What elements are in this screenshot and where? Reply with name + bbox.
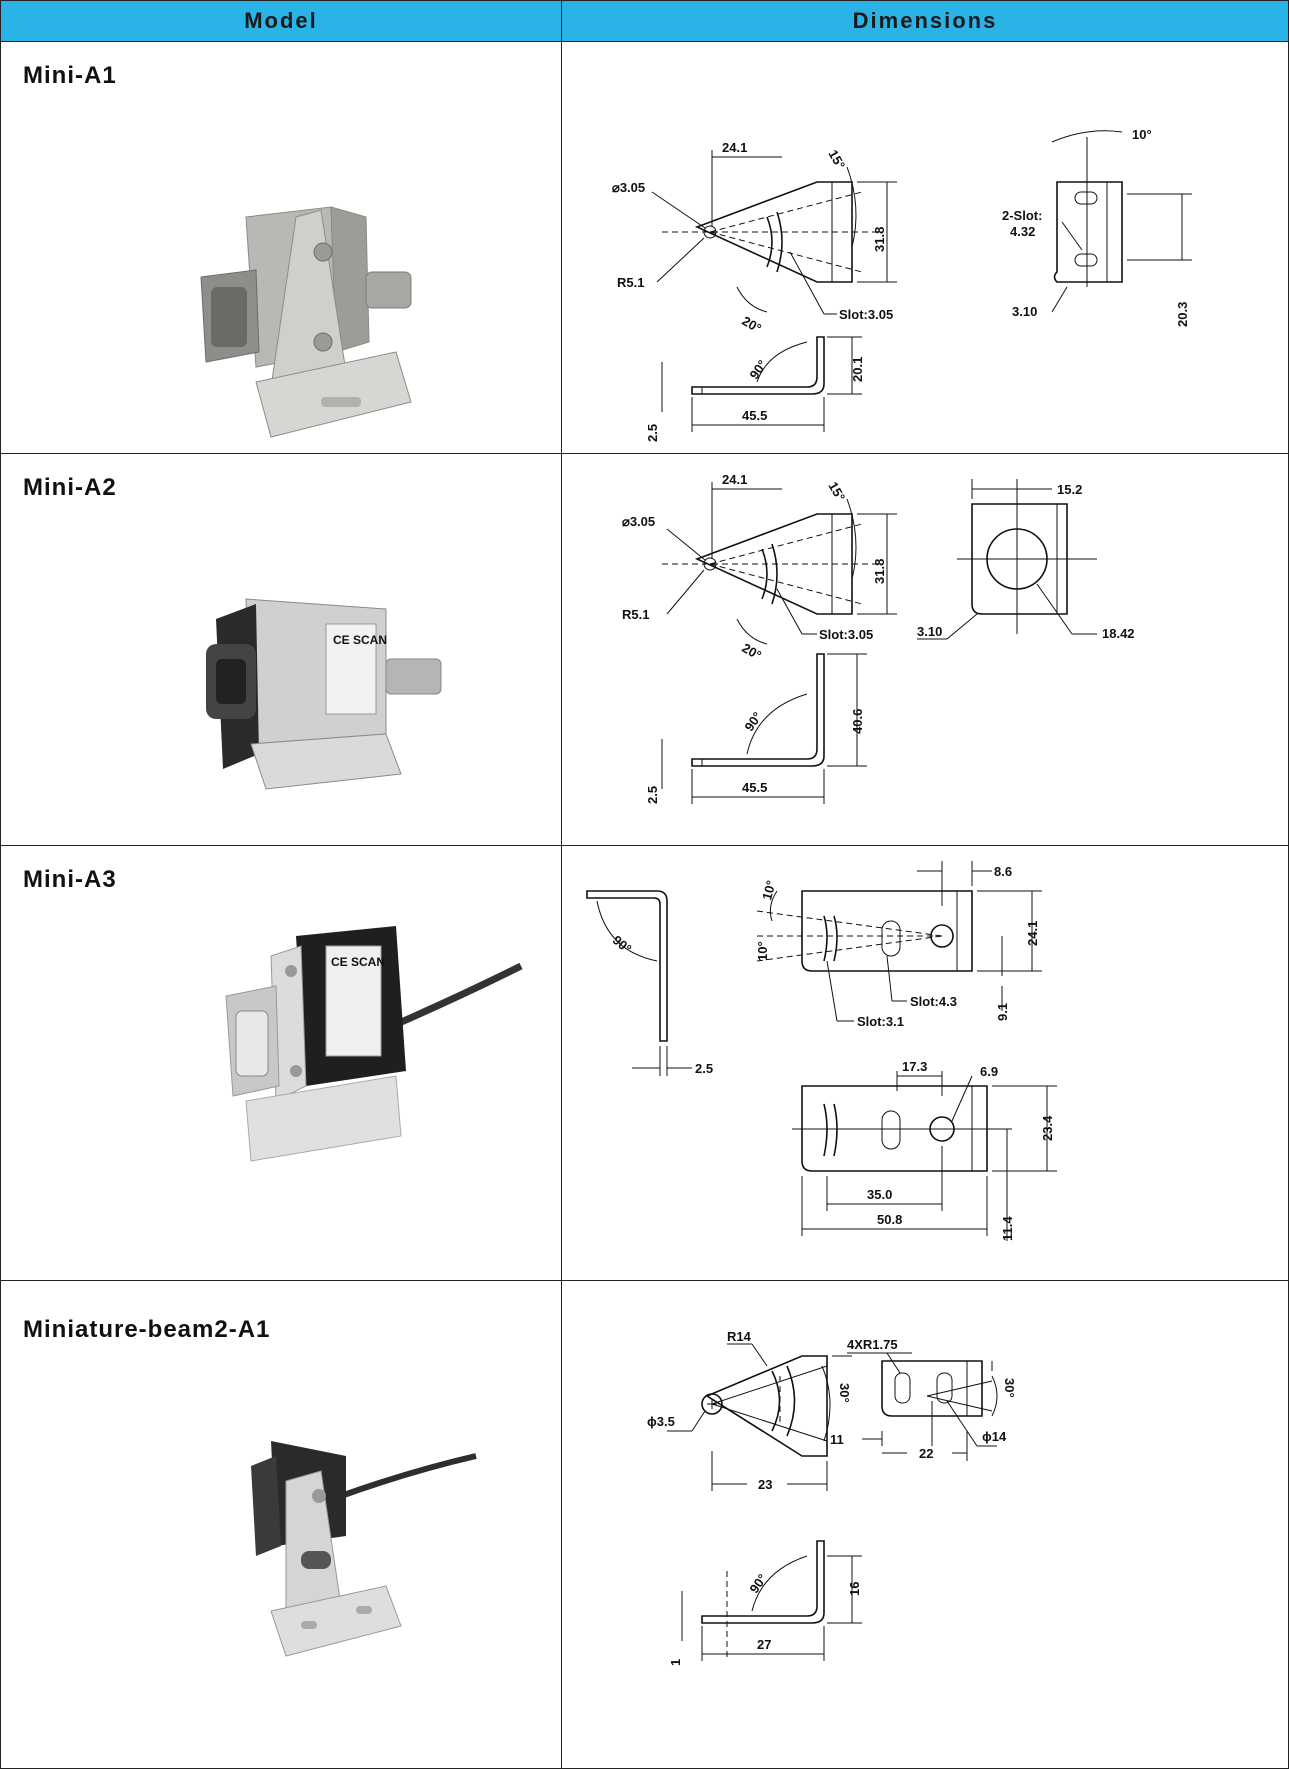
dim-text: 9.1 <box>995 1003 1010 1021</box>
dim-text: 2.5 <box>695 1061 713 1076</box>
dim-text: 4XR1.75 <box>847 1337 898 1352</box>
dimensions-cell: 90° 2.5 8.6 <box>561 845 1289 1281</box>
dim-text: 27 <box>757 1637 771 1652</box>
dim-text: 20° <box>739 313 764 336</box>
model-name: Mini-A3 <box>23 866 117 893</box>
model-column-header: Model <box>0 0 562 42</box>
dim-text: Slot:3.05 <box>819 627 873 642</box>
dim-text: 1 <box>668 1659 683 1666</box>
dim-text: 23.4 <box>1040 1115 1055 1141</box>
dimensions-cell: 24.1 15° ⌀3.05 R5.1 20° Slot:3.05 31.8 <box>561 453 1289 846</box>
dim-text: 17.3 <box>902 1059 927 1074</box>
product-photo: CE SCAN <box>206 598 442 790</box>
dim-text: 45.5 <box>742 780 767 795</box>
dim-text: 4.32 <box>1010 224 1035 239</box>
dim-text: Slot:3.1 <box>857 1014 904 1029</box>
svg-text:CE SCAN: CE SCAN <box>333 633 387 647</box>
dim-text: 2.5 <box>645 786 660 804</box>
header-row: Model Dimensions <box>0 0 1289 42</box>
svg-text:CE SCAN: CE SCAN <box>331 955 385 969</box>
dim-text: 90° <box>741 709 765 734</box>
product-photo <box>251 1441 477 1657</box>
dim-text: 10° <box>759 879 779 902</box>
dim-text: ϕ14 <box>982 1429 1007 1444</box>
dim-text: R5.1 <box>622 607 649 622</box>
dim-text: 10° <box>755 941 770 961</box>
dim-text: 40.6 <box>850 709 865 734</box>
table-row: Mini-A1 <box>0 41 1289 454</box>
dim-text: 10° <box>1132 127 1152 142</box>
dim-text: ⌀3.05 <box>622 514 655 529</box>
dim-text: 23 <box>758 1477 772 1492</box>
dim-text: 90° <box>746 1571 770 1596</box>
dim-text: 11 <box>830 1432 844 1447</box>
dimension-drawing: R14 30° ϕ3.5 23 4XR1.75 <box>647 1329 1017 1666</box>
dim-text: 31.8 <box>872 227 887 252</box>
dim-text: ϕ3.5 <box>647 1414 675 1429</box>
model-name: Mini-A2 <box>23 474 117 501</box>
dim-text: 2.5 <box>645 424 660 442</box>
model-name: Mini-A1 <box>23 62 117 89</box>
dim-text: 8.6 <box>994 864 1012 879</box>
dim-text: 20.3 <box>1175 302 1190 327</box>
dimensions-cell: R14 30° ϕ3.5 23 4XR1.75 <box>561 1280 1289 1769</box>
dim-text: Slot:3.05 <box>839 307 893 322</box>
dim-text: 24.1 <box>722 472 747 487</box>
dim-text: 90° <box>610 932 635 956</box>
dim-text: 15° <box>825 479 848 504</box>
dim-text: 24.1 <box>722 140 747 155</box>
dim-text: 6.9 <box>980 1064 998 1079</box>
dimension-drawing: 24.1 15° ⌀3.05 R5.1 20° Slot:3.05 31.8 <box>622 472 1135 804</box>
model-cell: Mini-A3 CE SCAN <box>0 845 562 1281</box>
dim-text: 50.8 <box>877 1212 902 1227</box>
dimension-drawing: 24.1 15° ⌀3.05 R5.1 20° Slot:3.05 31.8 <box>612 127 1192 442</box>
dim-text: 15.2 <box>1057 482 1082 497</box>
product-photo: CE SCAN <box>225 926 523 1162</box>
dim-text: 11.4 <box>1000 1216 1015 1241</box>
dimensions-cell: 24.1 15° ⌀3.05 R5.1 20° Slot:3.05 31.8 <box>561 41 1289 454</box>
dim-text: 2-Slot: <box>1002 208 1042 223</box>
table-row: Mini-A2 CE SCAN <box>0 453 1289 846</box>
dim-text: 3.10 <box>917 624 942 639</box>
table-row: Miniature-beam2-A1 <box>0 1280 1289 1769</box>
dim-text: R5.1 <box>617 275 644 290</box>
model-cell: Miniature-beam2-A1 <box>0 1280 562 1769</box>
model-cell: Mini-A2 CE SCAN <box>0 453 562 846</box>
dim-text: 3.10 <box>1012 304 1037 319</box>
dim-text: 20° <box>739 640 764 663</box>
dim-text: 90° <box>746 357 770 382</box>
dimensions-column-header: Dimensions <box>561 0 1289 42</box>
dim-text: Slot:4.3 <box>910 994 957 1009</box>
dim-text: 16 <box>847 1582 862 1596</box>
dim-text: ⌀3.05 <box>612 180 645 195</box>
dim-text: 22 <box>919 1446 933 1461</box>
table-row: Mini-A3 CE SCAN <box>0 845 1289 1281</box>
dim-text: 35.0 <box>867 1187 892 1202</box>
dim-text: 24.1 <box>1025 921 1040 946</box>
dim-text: 15° <box>825 147 848 172</box>
dim-text: 31.8 <box>872 559 887 584</box>
dim-text: 18.42 <box>1102 626 1135 641</box>
dim-text: R14 <box>727 1329 752 1344</box>
dim-text: 30° <box>837 1383 852 1403</box>
dimension-drawing: 90° 2.5 8.6 <box>586 861 1057 1241</box>
dim-text: 30° <box>1002 1378 1017 1398</box>
model-name: Miniature-beam2-A1 <box>23 1316 271 1343</box>
dim-text: 45.5 <box>742 408 767 423</box>
model-cell: Mini-A1 <box>0 41 562 454</box>
dim-text: 20.1 <box>850 357 865 382</box>
product-photo <box>200 206 412 438</box>
